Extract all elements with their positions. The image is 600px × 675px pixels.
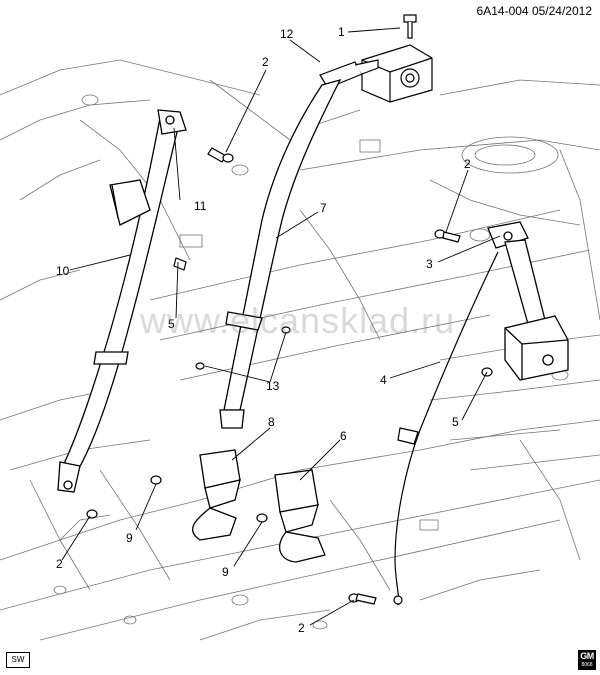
callout-5-left: 5 (168, 317, 175, 331)
part-4-right-lower-cable (393, 251, 499, 606)
callout-6: 6 (340, 429, 347, 443)
callout-9-right: 9 (222, 565, 229, 579)
gm-logo-text: GM (580, 651, 594, 661)
callout-2-lower-left: 2 (56, 557, 63, 571)
callout-2-right: 2 (464, 157, 471, 171)
callout-2-upper-left: 2 (262, 55, 269, 69)
part-10-left-belt (57, 109, 187, 493)
part-1-retractor-upper (361, 14, 433, 103)
leader-lines (61, 27, 501, 626)
gm-logo-subtext: 8068 (581, 662, 593, 668)
diagram-date: 05/24/2012 (531, 4, 592, 18)
callout-5-right: 5 (452, 415, 459, 429)
callout-12: 12 (280, 27, 294, 41)
fasteners (86, 147, 493, 605)
part-7-center-belt (219, 78, 342, 429)
callout-11: 11 (194, 199, 207, 213)
diagram-header: 6A14-004 05/24/2012 (477, 4, 592, 18)
part-3-right-belt (487, 221, 569, 381)
diagram-code: 6A14-004 (476, 4, 529, 18)
callout-7: 7 (320, 201, 327, 215)
callout-2-bottom: 2 (298, 621, 305, 635)
part-12-webbing-guide (319, 59, 379, 89)
callout-8: 8 (268, 415, 275, 429)
part-8-buckle (191, 449, 241, 541)
callout-10: 10 (56, 264, 70, 278)
callout-9-left: 9 (126, 531, 133, 545)
callout-labels: 1 2 2 2 2 3 4 5 5 6 7 8 9 9 10 11 12 13 (56, 25, 471, 635)
gm-logo-icon: GM 8068 (578, 650, 596, 670)
sw-badge: SW (6, 652, 30, 668)
watermark: www.elcansklad.ru (140, 300, 456, 341)
callout-4: 4 (380, 373, 387, 387)
part-6-buckle (274, 469, 326, 563)
callout-1: 1 (338, 25, 345, 39)
callout-3: 3 (426, 257, 433, 271)
callout-13: 13 (266, 379, 280, 393)
